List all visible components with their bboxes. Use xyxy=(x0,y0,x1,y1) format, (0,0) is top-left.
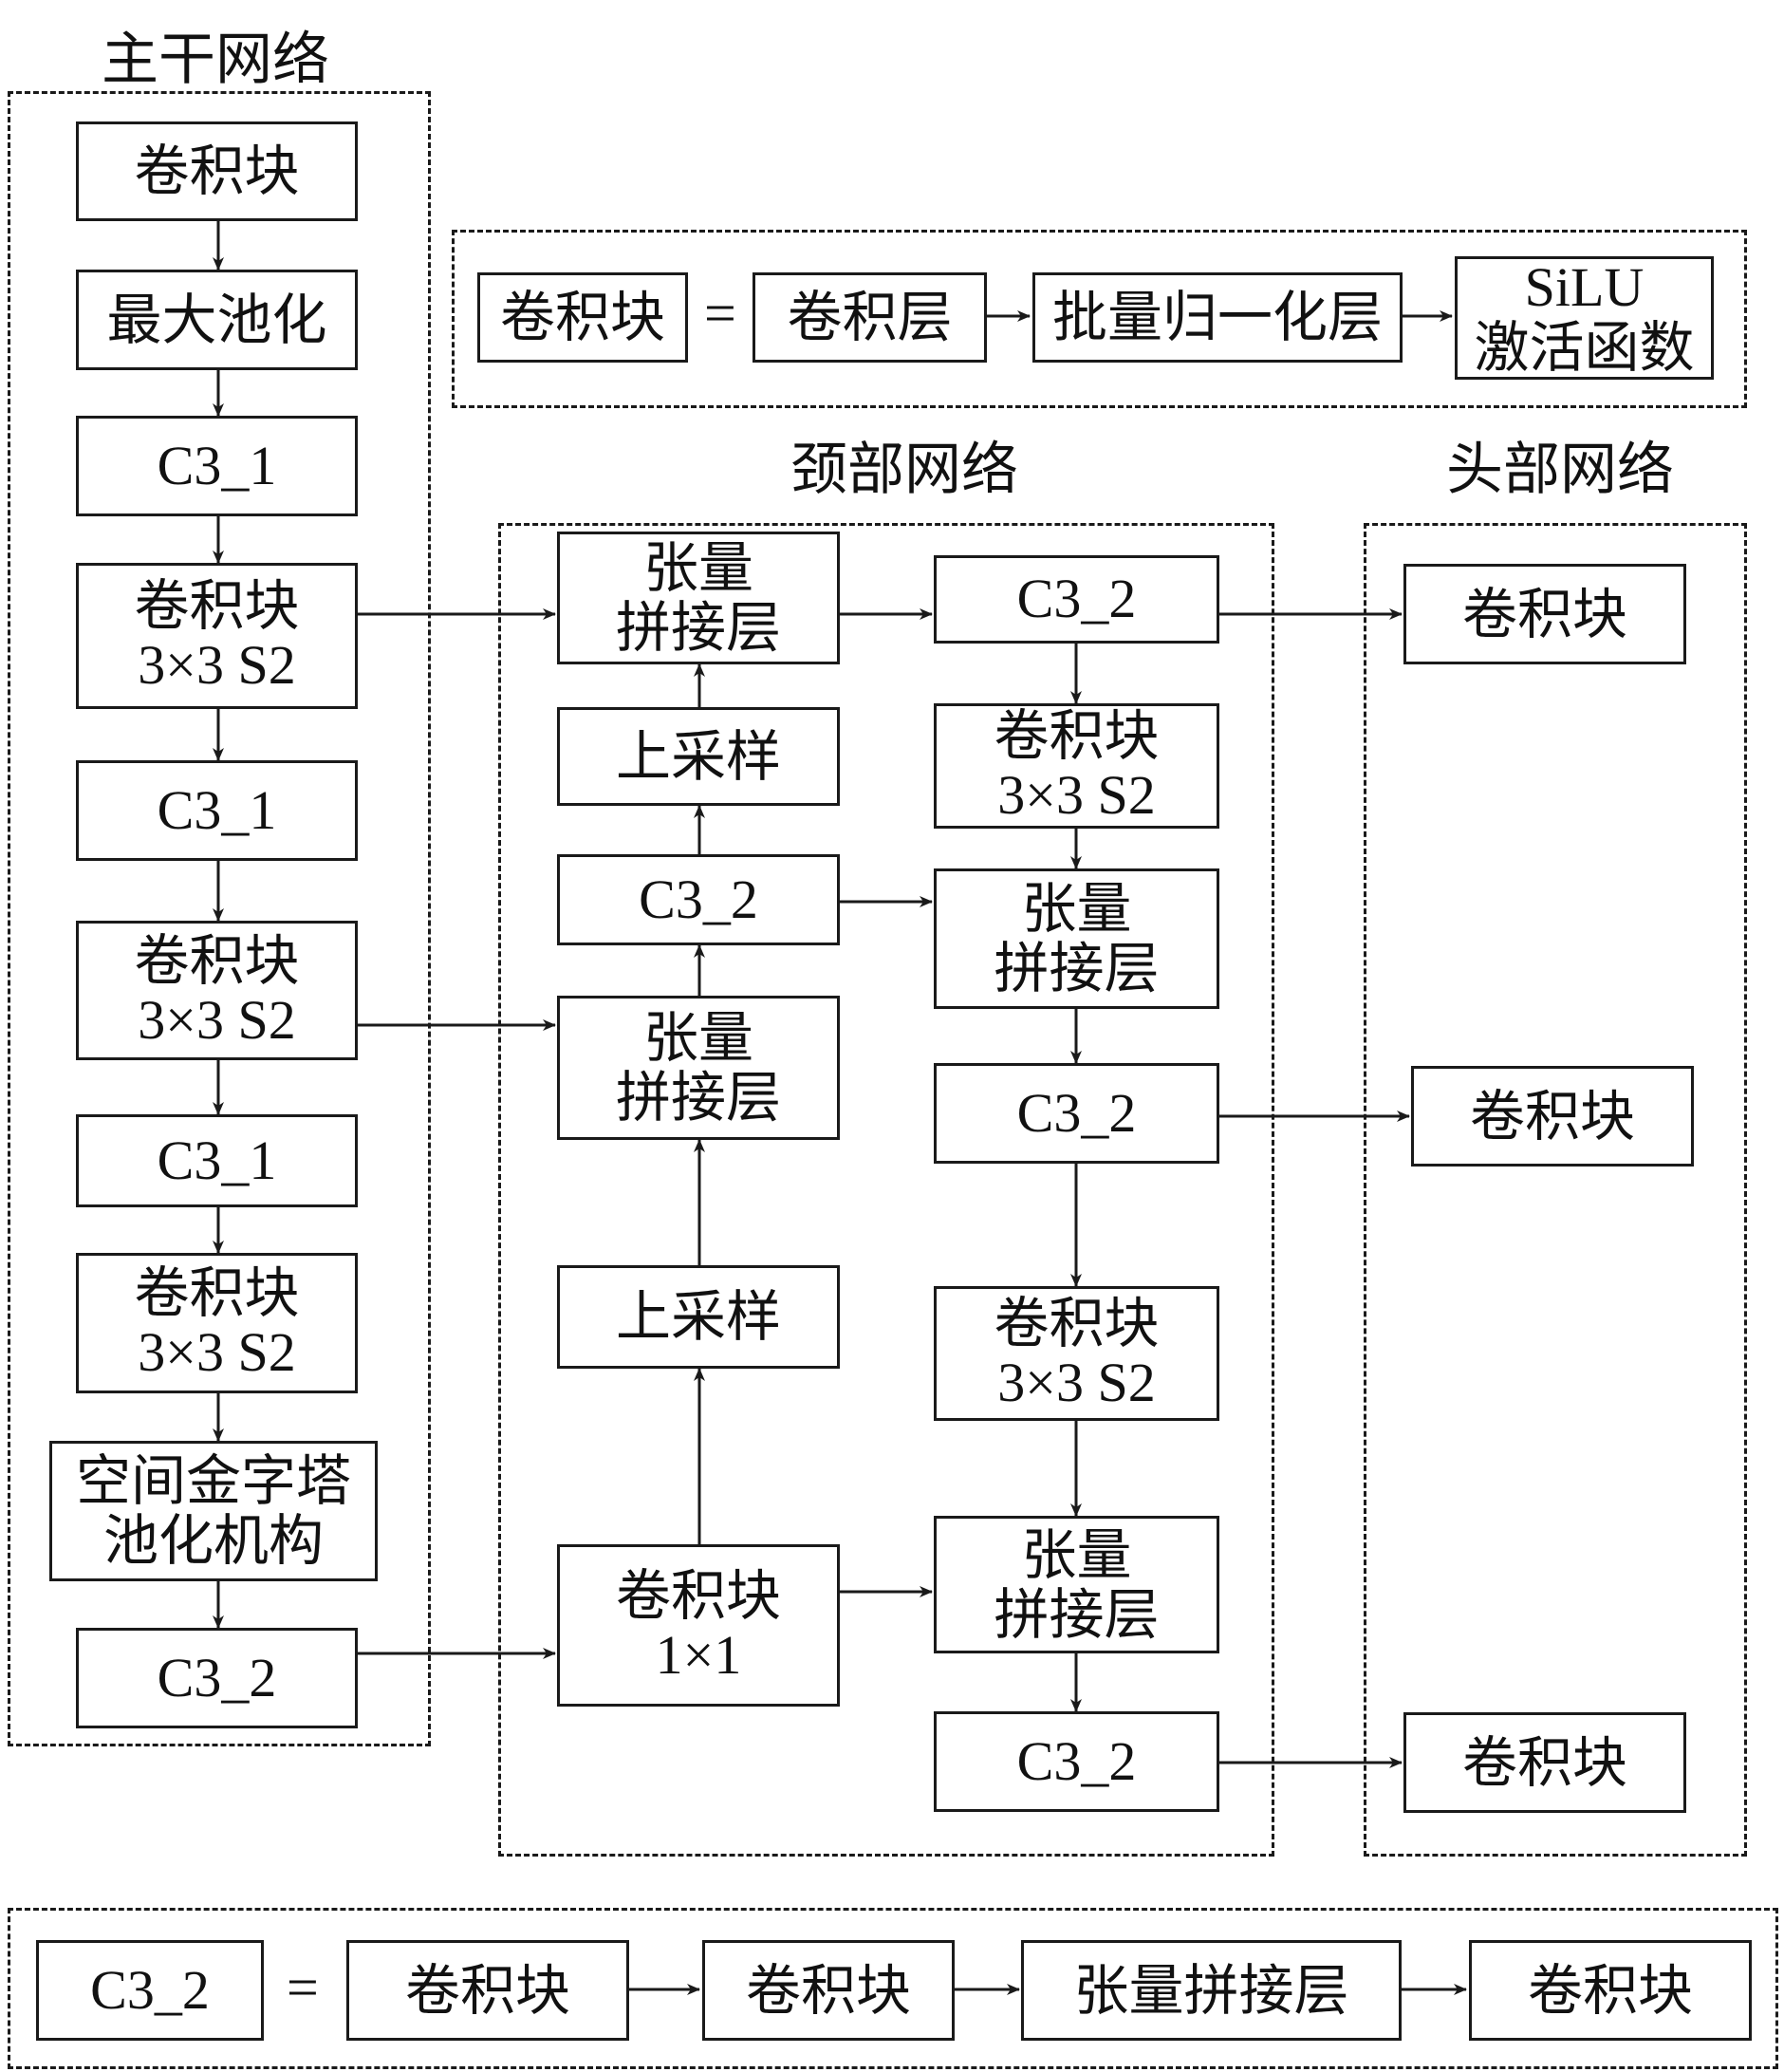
node-label: 卷积块 xyxy=(134,1260,300,1326)
legend-c3-equals: = xyxy=(287,1956,319,2019)
node-sublabel: 拼接层 xyxy=(994,936,1160,1000)
legend-c3-concat: 张量拼接层 xyxy=(1021,1940,1402,2041)
backbone-c3-2: C3_2 xyxy=(76,1628,358,1728)
node-sublabel: 拼接层 xyxy=(615,1065,781,1129)
node-label: 卷积层 xyxy=(787,285,953,350)
legend-c3-conv-block-c: 卷积块 xyxy=(1469,1940,1752,2041)
node-label: C3_1 xyxy=(157,778,277,841)
node-label: 卷积块 xyxy=(134,927,300,993)
neck-concat-c: 张量 拼接层 xyxy=(934,868,1219,1009)
legend-conv-equals: = xyxy=(704,282,736,345)
node-label: C3_2 xyxy=(639,868,758,930)
node-label: 卷积块 xyxy=(1461,1729,1627,1795)
legend-silu: SiLU 激活函数 xyxy=(1455,256,1714,380)
neck-c3-2-a: C3_2 xyxy=(557,854,840,945)
node-label: 张量 xyxy=(642,535,753,601)
backbone-c3-1-a: C3_1 xyxy=(76,416,358,516)
conv-block-legend-region xyxy=(452,230,1747,408)
legend-conv-layer: 卷积层 xyxy=(753,272,987,363)
node-sublabel: 拼接层 xyxy=(994,1581,1160,1647)
node-label: 卷积块 xyxy=(1527,1957,1693,2023)
head-conv-block-b: 卷积块 xyxy=(1411,1066,1694,1167)
neck-concat-d: 张量 拼接层 xyxy=(934,1516,1219,1653)
node-label: 张量 xyxy=(642,1005,753,1071)
node-label: 张量拼接层 xyxy=(1073,1957,1349,2023)
backbone-conv-block-s2-c: 卷积块 3×3 S2 xyxy=(76,1253,358,1393)
node-label: 卷积块 xyxy=(1461,581,1627,646)
legend-c3-2: C3_2 xyxy=(36,1940,264,2041)
neck-conv-block-s2-a: 卷积块 3×3 S2 xyxy=(934,703,1219,829)
backbone-conv-block-s2-a: 卷积块 3×3 S2 xyxy=(76,563,358,709)
node-sublabel: 3×3 S2 xyxy=(997,764,1156,826)
neck-upsample-b: 上采样 xyxy=(557,1265,840,1369)
node-label: 卷积块 xyxy=(994,703,1160,769)
backbone-c3-1-c: C3_1 xyxy=(76,1114,358,1207)
node-label: 卷积块 xyxy=(1469,1083,1635,1148)
neck-upsample-a: 上采样 xyxy=(557,707,840,806)
head-region xyxy=(1364,523,1747,1857)
neck-c3-2-c: C3_2 xyxy=(934,1063,1219,1164)
legend-c3-conv-block-b: 卷积块 xyxy=(702,1940,955,2041)
node-sublabel: 3×3 S2 xyxy=(138,634,296,696)
legend-c3-conv-block-a: 卷积块 xyxy=(346,1940,629,2041)
node-label: C3_2 xyxy=(1016,1729,1137,1792)
head-title: 头部网络 xyxy=(1446,437,1674,503)
node-sublabel: 拼接层 xyxy=(615,595,781,660)
node-label: 上采样 xyxy=(615,1284,781,1350)
backbone-conv-block-s2-b: 卷积块 3×3 S2 xyxy=(76,921,358,1060)
node-label: 张量 xyxy=(1021,1521,1132,1587)
node-label: 卷积块 xyxy=(994,1291,1160,1356)
legend-conv-block: 卷积块 xyxy=(477,272,688,363)
neck-conv-block-s2-b: 卷积块 3×3 S2 xyxy=(934,1286,1219,1421)
node-label: C3_1 xyxy=(157,434,277,496)
node-label: C3_2 xyxy=(157,1646,277,1708)
node-sublabel: 池化机构 xyxy=(102,1508,324,1573)
node-label: C3_2 xyxy=(1016,1081,1137,1144)
node-sublabel: 3×3 S2 xyxy=(138,988,296,1051)
backbone-max-pooling: 最大池化 xyxy=(76,270,358,370)
backbone-spp: 空间金字塔 池化机构 xyxy=(49,1441,378,1581)
node-sublabel: 1×1 xyxy=(655,1623,742,1686)
node-label: 空间金字塔 xyxy=(75,1448,351,1514)
backbone-c3-1-b: C3_1 xyxy=(76,760,358,861)
node-label: 上采样 xyxy=(615,723,781,789)
neck-concat-b: 张量 拼接层 xyxy=(557,996,840,1140)
node-label: 卷积块 xyxy=(134,139,300,204)
neck-region xyxy=(498,523,1274,1857)
neck-c3-2-b: C3_2 xyxy=(934,555,1219,644)
backbone-region xyxy=(8,91,431,1746)
node-label: SiLU xyxy=(1524,256,1645,319)
node-sublabel: 3×3 S2 xyxy=(997,1352,1156,1413)
backbone-conv-block: 卷积块 xyxy=(76,121,358,221)
node-sublabel: 激活函数 xyxy=(1474,315,1695,380)
neck-c3-2-d: C3_2 xyxy=(934,1711,1219,1812)
node-label: 卷积块 xyxy=(134,573,300,639)
head-conv-block-c: 卷积块 xyxy=(1403,1712,1686,1813)
node-label: C3_1 xyxy=(157,1129,277,1191)
node-label: 批量归一化层 xyxy=(1051,285,1383,350)
neck-conv-block-1x1: 卷积块 1×1 xyxy=(557,1544,840,1707)
node-label: 卷积块 xyxy=(404,1957,570,2023)
node-label: 最大池化 xyxy=(106,287,327,352)
node-label: C3_2 xyxy=(1016,568,1137,630)
legend-batch-norm: 批量归一化层 xyxy=(1032,272,1403,363)
c3-legend-region xyxy=(8,1908,1778,2069)
node-label: 卷积块 xyxy=(615,1562,781,1628)
node-label: C3_2 xyxy=(90,1958,210,2021)
node-sublabel: 3×3 S2 xyxy=(138,1321,296,1383)
node-label: 卷积块 xyxy=(745,1957,911,2023)
neck-concat-a: 张量 拼接层 xyxy=(557,532,840,664)
head-conv-block-a: 卷积块 xyxy=(1403,564,1686,664)
neck-title: 颈部网络 xyxy=(790,437,1018,503)
backbone-title: 主干网络 xyxy=(102,27,329,93)
node-label: 张量 xyxy=(1021,876,1132,942)
node-label: 卷积块 xyxy=(499,285,665,350)
